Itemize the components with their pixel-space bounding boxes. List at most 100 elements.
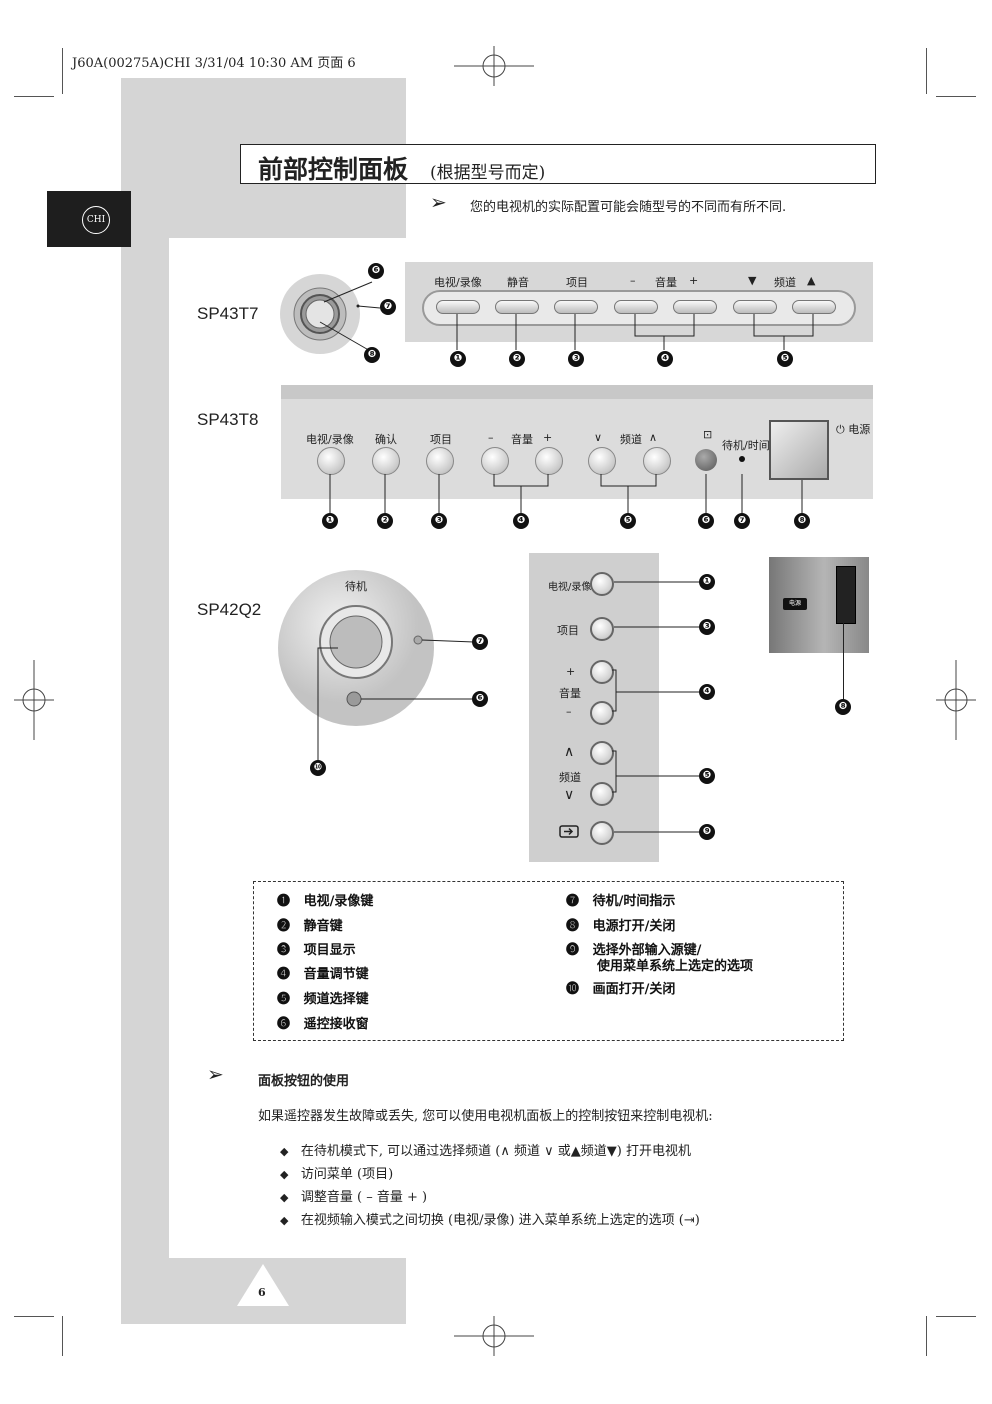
registration-mark-left (14, 660, 54, 740)
diamond-bullet-icon: ◆ (280, 1168, 289, 1181)
legend-item-8: ❽ 电源打开/关闭 (566, 919, 676, 934)
legend-item-9-line2: 使用菜单系统上选定的选项 (597, 959, 754, 974)
label-volume: 音量 (559, 687, 581, 700)
channel-up-button[interactable] (792, 300, 836, 314)
callout-3: ❸ (568, 351, 584, 367)
callout-2: ❷ (377, 513, 393, 529)
label-ch-up: ∧ (649, 431, 658, 444)
menu-button[interactable] (554, 300, 598, 314)
source-button[interactable] (590, 821, 614, 845)
diamond-bullet-icon: ◆ (280, 1145, 289, 1158)
crop-mark (926, 48, 927, 94)
language-tab-label: CHI (82, 206, 110, 234)
page-number-triangle (237, 1264, 289, 1306)
legend-item-1: ❶ 电视/录像键 (277, 894, 374, 909)
diamond-bullet-icon: ◆ (280, 1214, 289, 1227)
callout-8: ❽ (835, 699, 851, 715)
label-channel: 频道 (620, 433, 642, 446)
callout-4: ❹ (513, 513, 529, 529)
power-button[interactable] (769, 420, 829, 480)
channel-down-button[interactable] (733, 300, 777, 314)
label-standby: 待机 (345, 580, 367, 593)
menu-button[interactable] (590, 617, 614, 641)
menu-button[interactable] (426, 447, 454, 475)
volume-down-button[interactable] (614, 300, 658, 314)
label-menu: 项目 (557, 624, 579, 637)
diamond-bullet-icon: ◆ (280, 1191, 289, 1204)
power-tag: 电源 (783, 598, 807, 610)
callout-10: ❿ (310, 760, 326, 776)
power-rocker-switch[interactable] (836, 566, 856, 624)
label-ch-down: ∨ (594, 431, 603, 444)
sp43t8-panel-top-edge (281, 385, 873, 399)
mute-button[interactable] (495, 300, 539, 314)
usage-arrow-icon: ➢ (207, 1062, 224, 1086)
channel-down-button[interactable] (590, 782, 614, 806)
crop-mark (62, 1316, 63, 1356)
callout-7: ❼ (380, 299, 396, 315)
volume-up-button[interactable] (535, 447, 563, 475)
callout-1: ❶ (699, 574, 715, 590)
volume-down-button[interactable] (481, 447, 509, 475)
label-channel: 频道 (559, 771, 581, 784)
title-box (240, 144, 876, 184)
volume-up-button[interactable] (590, 660, 614, 684)
usage-bullet-1: ◆ 在待机模式下, 可以通过选择频道 (∧ 频道 ∨ 或▲频道▼) 打开电视机 (280, 1144, 691, 1159)
callout-6: ❻ (472, 691, 488, 707)
label-confirm: 确认 (375, 433, 397, 446)
registration-mark-bottom (454, 1316, 534, 1356)
print-header: J60A(00275A)CHI 3/31/04 10:30 AM 页面 6 (72, 56, 356, 71)
callout-8: ❽ (364, 347, 380, 363)
label-power: ⏻ 电源 (836, 423, 871, 436)
legend-box (253, 881, 844, 1041)
channel-up-button[interactable] (590, 741, 614, 765)
label-menu: 项目 (566, 276, 588, 289)
callout-2: ❷ (509, 351, 525, 367)
model-label-sp42q2: SP42Q2 (197, 600, 262, 619)
standby-indicator (739, 456, 745, 462)
confirm-button[interactable] (372, 447, 400, 475)
label-tv-video: 电视/录像 (434, 276, 482, 289)
registration-mark-right (936, 660, 976, 740)
callout-5: ❺ (620, 513, 636, 529)
label-standby-time: 待机/时间 (722, 439, 770, 452)
callout-1: ❶ (322, 513, 338, 529)
crop-mark (14, 96, 54, 97)
label-tv-video: 电视/录像 (306, 433, 354, 446)
label-channel: 频道 (774, 276, 796, 289)
legend-item-3: ❸ 项目显示 (277, 943, 356, 958)
callout-3: ❸ (431, 513, 447, 529)
tv-video-button[interactable] (317, 447, 345, 475)
page-number: 6 (258, 1286, 266, 1299)
callout-line (843, 610, 844, 702)
left-gray-strip (121, 238, 169, 1324)
label-up: ∧ (564, 744, 575, 760)
remote-sensor (695, 449, 717, 471)
sp43t7-power-knob (280, 274, 381, 354)
label-vol-plus: + (689, 274, 699, 287)
model-label-sp43t8: SP43T8 (197, 410, 259, 429)
sp43t7-callout-lines (456, 314, 814, 350)
volume-down-button[interactable] (590, 701, 614, 725)
channel-down-button[interactable] (588, 447, 616, 475)
label-mute: 静音 (507, 276, 529, 289)
legend-item-7: ❼ 待机/时间指示 (566, 894, 676, 909)
label-down: ∨ (564, 787, 575, 803)
note-text: 您的电视机的实际配置可能会随型号的不同而有所不同. (470, 200, 787, 215)
legend-item-4: ❹ 音量调节键 (277, 967, 369, 982)
legend-item-2: ❷ 静音键 (277, 919, 343, 934)
tv-video-button[interactable] (590, 572, 614, 596)
callout-7: ❼ (472, 634, 488, 650)
tv-video-button[interactable] (436, 300, 480, 314)
sp43t8-callout-lines (329, 474, 803, 514)
callout-5: ❺ (699, 768, 715, 784)
label-ch-up: ▲ (807, 274, 816, 287)
channel-up-button[interactable] (643, 447, 671, 475)
sensor-icon: ⊡ (703, 428, 713, 441)
callout-1: ❶ (450, 351, 466, 367)
usage-heading: 面板按钮的使用 (258, 1074, 350, 1089)
volume-up-button[interactable] (673, 300, 717, 314)
legend-item-6: ❻ 遥控接收窗 (277, 1017, 369, 1032)
crop-mark (62, 48, 63, 94)
crop-mark (14, 1316, 54, 1317)
